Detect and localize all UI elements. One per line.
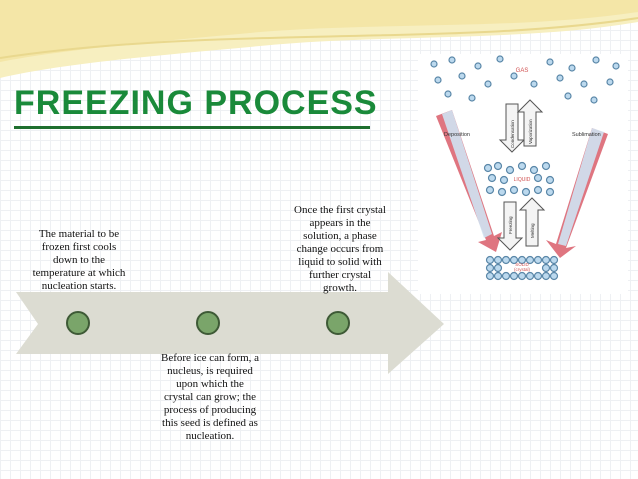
step-2-marker <box>196 311 220 335</box>
phase-change-diagram: GAS Deposition Sublimation Condensation … <box>418 54 628 294</box>
deposition-label: Deposition <box>444 132 470 138</box>
gas-molecules <box>430 55 620 104</box>
top-wave-decoration <box>0 0 638 78</box>
page-title: FREEZING PROCESS <box>14 84 378 122</box>
condensation-arrow <box>498 99 544 153</box>
title-underline <box>14 126 370 129</box>
freezing-label: Freezing <box>508 216 513 234</box>
freezing-arrow <box>496 197 546 251</box>
liquid-molecules <box>483 161 555 197</box>
solid-label: SOLID(crystal) <box>514 262 530 272</box>
melting-label: Melting <box>530 223 535 238</box>
solid-molecules <box>485 255 559 281</box>
condensation-label: Condensation <box>510 120 515 148</box>
solid-label-line: (crystal) <box>514 267 530 272</box>
liquid-label: LIQUID <box>514 177 531 183</box>
step-1-text: The material to be frozen first cools do… <box>32 228 126 292</box>
vaporization-label: Vaporization <box>528 119 533 144</box>
process-arrow <box>16 272 444 374</box>
step-3-text: Once the first crystal appears in the so… <box>294 204 386 294</box>
step-1-marker <box>66 311 90 335</box>
sublimation-label: Sublimation <box>572 132 601 138</box>
gas-label: GAS <box>516 68 529 74</box>
step-2-text: Before ice can form, a nucleus, is requi… <box>160 352 260 442</box>
solid-label-line: SOLID <box>515 262 529 267</box>
step-3-marker <box>326 311 350 335</box>
